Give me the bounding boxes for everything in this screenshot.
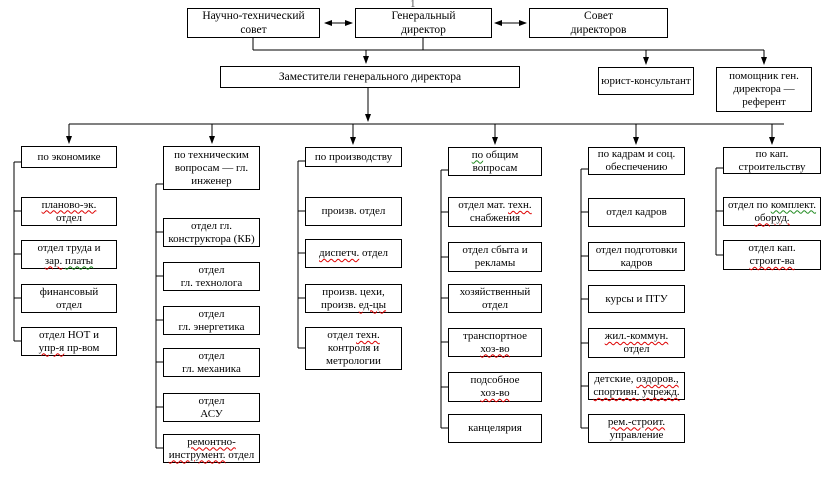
org-box-item: рем.-строит.управление: [588, 414, 685, 443]
column-general-affairs-spine: [440, 169, 448, 429]
page-number-artifact: 1: [410, 0, 416, 10]
org-box-item: ремонтно-инструмент. отдел: [163, 434, 260, 463]
column-technical-spine: [155, 183, 163, 449]
org-box-legal-counsel: юрист-консультант: [598, 67, 694, 95]
org-box-assistant-referent: помощник ген.директора —референт: [716, 67, 812, 112]
org-box-item: планово-эк.отдел: [21, 197, 117, 226]
org-box-header-production: по производству: [305, 147, 402, 167]
org-box-item: отдел гл.конструктора (КБ): [163, 218, 260, 247]
org-box-item: отдел кап.строит-ва: [723, 240, 821, 270]
org-box-item: канцелярия: [448, 414, 542, 443]
column-economy-spine: [13, 161, 21, 342]
org-box-item: отдел кадров: [588, 198, 685, 227]
org-box-item: отдел по комплект.оборуд.: [723, 197, 821, 226]
org-box-item: диспетч. отдел: [305, 239, 402, 268]
column-production-spine: [297, 160, 305, 349]
org-box-item: произв. цехи,произв. ед-цы: [305, 284, 402, 313]
column-construction-spine: [715, 167, 723, 256]
org-box-item: отдел мат. техн.снабжения: [448, 197, 542, 227]
org-box-header-economy: по экономике: [21, 146, 117, 168]
column-personnel-spine: [580, 168, 588, 429]
org-box-header-construction: по кап.строительству: [723, 147, 821, 174]
top-row-connectors: [252, 20, 767, 65]
org-box-deputies: Заместители генерального директора: [220, 66, 520, 88]
org-box-item: произв. отдел: [305, 197, 402, 226]
org-box-header-personnel: по кадрам и соц.обеспечению: [588, 147, 685, 175]
org-box-item: жил.-коммун.отдел: [588, 328, 685, 358]
deputies-distributor-connectors: [66, 88, 784, 145]
org-box-item: детские, оздоров.,спортивн. учрежд.: [588, 372, 685, 400]
org-box-item: курсы и ПТУ: [588, 285, 685, 313]
